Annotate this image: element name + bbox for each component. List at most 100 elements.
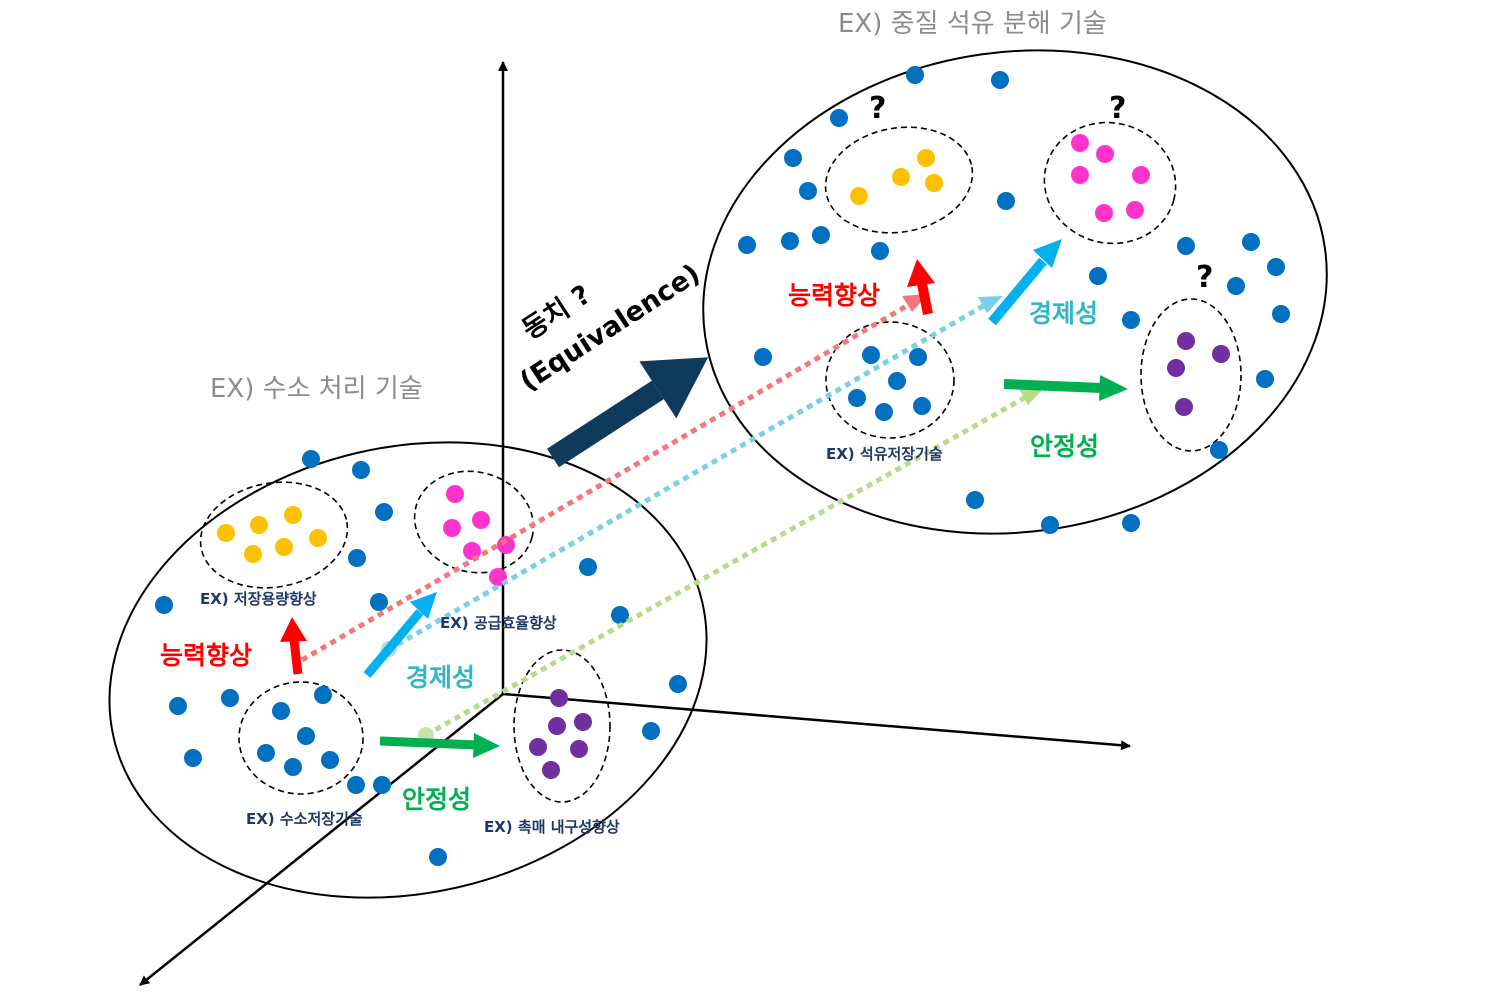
blue-dot: [284, 758, 302, 776]
blue-dot: [906, 66, 924, 84]
blue-dot: [888, 372, 906, 390]
left-red-arrowhead: [280, 617, 307, 642]
left-green-arrow: [379, 736, 477, 750]
blue-dot: [1267, 258, 1285, 276]
right-cyan-arrowhead: [1033, 239, 1062, 268]
purple-dot: [548, 717, 566, 735]
blue-dot: [1227, 277, 1245, 295]
cluster-outlines: [199, 121, 1242, 803]
blue-dot: [812, 226, 830, 244]
blue-dot: [997, 192, 1015, 210]
pink-dot: [1071, 166, 1089, 184]
blue-dot: [1256, 370, 1274, 388]
blue-dot: [784, 149, 802, 167]
pink-dot: [1071, 134, 1089, 152]
blue-dot: [1041, 516, 1059, 534]
axes: [139, 61, 1131, 986]
left-space-ellipse: [108, 441, 708, 899]
cyan-dotted-arrowhead: [978, 296, 1003, 313]
left-blue-cluster: [238, 681, 364, 795]
blue-dot: [257, 744, 275, 762]
blue-dot: [184, 749, 202, 767]
blue-dot: [347, 776, 365, 794]
direction-arrows: [280, 239, 1128, 758]
blue-dot: [272, 702, 290, 720]
blue-dot: [169, 697, 187, 715]
blue-dot: [373, 776, 391, 794]
right-pink-cluster: [1043, 121, 1177, 245]
blue-dot: [352, 461, 370, 479]
pink-dot: [443, 519, 461, 537]
equivalence-arrow: [547, 357, 709, 468]
purple-dot: [570, 740, 588, 758]
left-red-arrow: [289, 639, 303, 675]
blue-dot: [348, 549, 366, 567]
purple-dot: [1177, 332, 1195, 350]
right-green-arrowhead: [1099, 375, 1128, 401]
purple-dot: [542, 761, 560, 779]
purple-dot: [1212, 345, 1230, 363]
left-green-arrowhead: [473, 733, 500, 758]
blue-dot: [966, 491, 984, 509]
left-stability-caption: 안정성: [402, 785, 471, 814]
yellow-dot: [309, 529, 327, 547]
blue-dot: [579, 558, 597, 576]
left-pink-cluster: [413, 470, 535, 574]
blue-dot: [1272, 305, 1290, 323]
blue-dot: [221, 689, 239, 707]
label-oil-storage: EX) 석유저장기술: [826, 445, 943, 463]
purple-dot: [1167, 359, 1185, 377]
right-red-arrowhead: [907, 259, 935, 287]
blue-dot: [738, 236, 756, 254]
right-space-title: EX) 중질 석유 분해 기술: [838, 9, 1107, 39]
left-purple-cluster: [513, 649, 611, 803]
left-cyan-arrowhead: [410, 592, 437, 619]
right-ability-caption: 능력향상: [788, 281, 880, 310]
blue-dot: [314, 686, 332, 704]
x-axis: [502, 692, 1131, 751]
blue-dot: [1242, 233, 1260, 251]
blue-dot: [297, 727, 315, 745]
right-cyan-arrow: [988, 257, 1047, 326]
yellow-dot: [284, 506, 302, 524]
pink-dot: [446, 485, 464, 503]
pink-dot: [1132, 166, 1150, 184]
yellow-dot: [217, 524, 235, 542]
blue-dot: [848, 389, 866, 407]
yellow-dot: [244, 545, 262, 563]
correspondence-lines: [300, 294, 1044, 743]
pink-dot: [1095, 204, 1113, 222]
blue-dot: [642, 722, 660, 740]
purple-dot: [574, 713, 592, 731]
right-stability-caption: 안정성: [1030, 432, 1099, 461]
blue-dot: [913, 397, 931, 415]
pink-dot: [1126, 201, 1144, 219]
left-space-title: EX) 수소 처리 기술: [210, 374, 423, 404]
blue-dot: [799, 182, 817, 200]
blue-dot: [1177, 237, 1195, 255]
blue-dot: [429, 848, 447, 866]
blue-dot: [669, 675, 687, 693]
blue-dot: [1089, 267, 1107, 285]
right-red-arrow: [917, 283, 933, 315]
label-catalyst-durability: EX) 촉매 내구성향상: [484, 818, 620, 836]
blue-dot: [1210, 441, 1228, 459]
right-economy-caption: 경제성: [1029, 299, 1098, 328]
blue-dot: [754, 348, 772, 366]
left-cyan-arrow: [363, 609, 424, 678]
blue-dot: [871, 242, 889, 260]
blue-dot: [875, 403, 893, 421]
blue-dot: [781, 232, 799, 250]
left-economy-caption: 경제성: [406, 663, 475, 692]
purple-dot: [529, 738, 547, 756]
green-dotted-arrowhead: [1019, 388, 1044, 405]
green-dotted-line: [424, 394, 1028, 738]
pink-dot: [1096, 145, 1114, 163]
right-purple-cluster: [1140, 298, 1242, 452]
right-blue-cluster: [825, 321, 955, 439]
question-mark-yellow: ?: [869, 91, 886, 126]
left-yellow-cluster: [199, 481, 349, 589]
label-hydrogen-storage: EX) 수소저장기술: [246, 810, 363, 828]
cyan-dotted-line: [386, 302, 987, 653]
